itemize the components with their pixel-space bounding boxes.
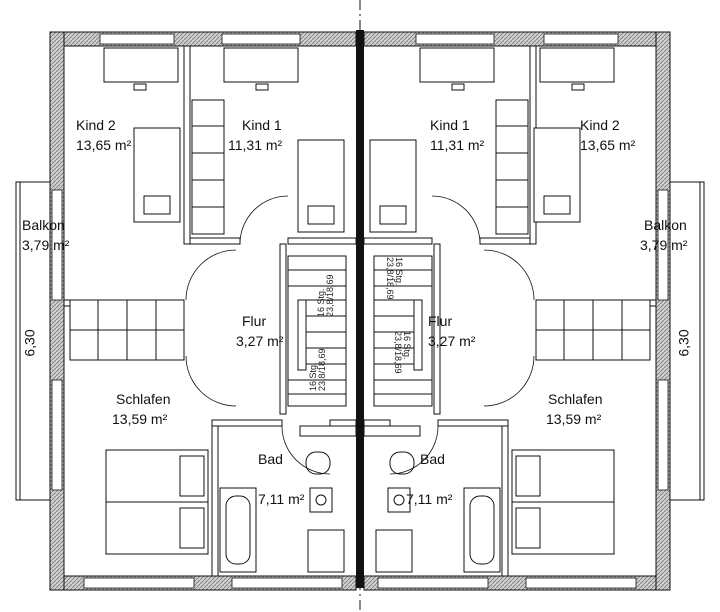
windows xyxy=(51,33,669,589)
left-flur-name: Flur xyxy=(242,313,267,329)
right-schlafen-area: 13,59 m² xyxy=(546,411,602,427)
right-kind2-area: 13,65 m² xyxy=(580,137,636,153)
dimension-lines xyxy=(15,182,705,500)
left-stair-lower: 16 Stg. 23,8/18,69 xyxy=(308,348,327,391)
right-schlafen-name: Schlafen xyxy=(548,391,603,407)
wardrobes xyxy=(69,99,651,361)
right-balkon-area: 3,79 m² xyxy=(640,237,688,253)
right-flur-area: 3,27 m² xyxy=(428,333,476,349)
right-bad-area: 7,11 m² xyxy=(406,491,453,507)
left-balkon-area: 3,79 m² xyxy=(22,237,70,253)
left-kind2-name: Kind 2 xyxy=(76,117,116,133)
left-bad-area: 7,11 m² xyxy=(258,491,305,507)
door-swings xyxy=(185,195,535,475)
right-kind1-name: Kind 1 xyxy=(430,117,470,133)
right-flur-name: Flur xyxy=(428,313,453,329)
left-balkon-name: Balkon xyxy=(22,217,65,233)
party-wall xyxy=(356,30,364,588)
left-dimension: 6,30 xyxy=(21,329,38,357)
stairs xyxy=(287,255,433,407)
bath-fixtures xyxy=(219,451,501,573)
left-kind1-name: Kind 1 xyxy=(242,117,282,133)
left-schlafen-name: Schlafen xyxy=(116,391,171,407)
right-stair-lower: 16 Stg. 23,8/18,69 xyxy=(393,331,412,374)
left-kind2-area: 13,65 m² xyxy=(76,137,132,153)
left-stair-upper: 16 Stg. 23,8/18,69 xyxy=(316,274,335,317)
left-bad-name: Bad xyxy=(258,451,283,467)
right-kind1-area: 11,31 m² xyxy=(430,137,485,153)
right-stair-upper: 16 Stg. 23,8/18,69 xyxy=(385,257,404,300)
right-kind2-name: Kind 2 xyxy=(580,117,620,133)
right-bad-name: Bad xyxy=(420,451,445,467)
desks xyxy=(103,47,615,91)
right-dimension: 6,30 xyxy=(675,329,692,357)
left-flur-area: 3,27 m² xyxy=(236,333,284,349)
left-schlafen-area: 13,59 m² xyxy=(112,411,168,427)
right-balkon-name: Balkon xyxy=(644,217,687,233)
beds xyxy=(105,127,615,555)
left-kind1-area: 11,31 m² xyxy=(228,137,283,153)
